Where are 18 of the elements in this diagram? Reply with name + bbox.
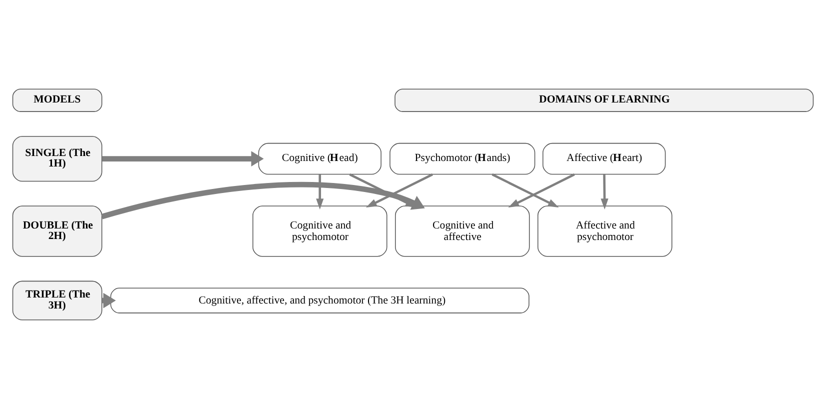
arrow	[508, 172, 575, 208]
node-box: Cognitive and affective	[395, 205, 530, 256]
node-box: Cognitive and psychomotor	[252, 205, 388, 256]
arrow	[492, 172, 559, 208]
arrow	[600, 174, 608, 209]
node-box: Affective (Heart)	[542, 142, 666, 174]
node-box: MODELS	[12, 88, 102, 112]
arrow	[101, 181, 425, 219]
node-box: TRIPLE (The 3H)	[12, 280, 102, 320]
arrow	[316, 174, 324, 209]
node-box: Affective and psychomotor	[538, 205, 672, 256]
node-box: Psychomotor (Hands)	[390, 142, 536, 174]
node-box: DOUBLE (The 2H)	[12, 205, 102, 256]
arrow	[102, 150, 264, 166]
node-box: DOMAINS OF LEARNING	[394, 88, 814, 112]
node-box: SINGLE (The 1H)	[12, 135, 102, 182]
node-box: Cognitive, affective, and psychomotor (The 3H learning)	[110, 287, 530, 313]
node-box: Cognitive (Head)	[258, 142, 382, 174]
